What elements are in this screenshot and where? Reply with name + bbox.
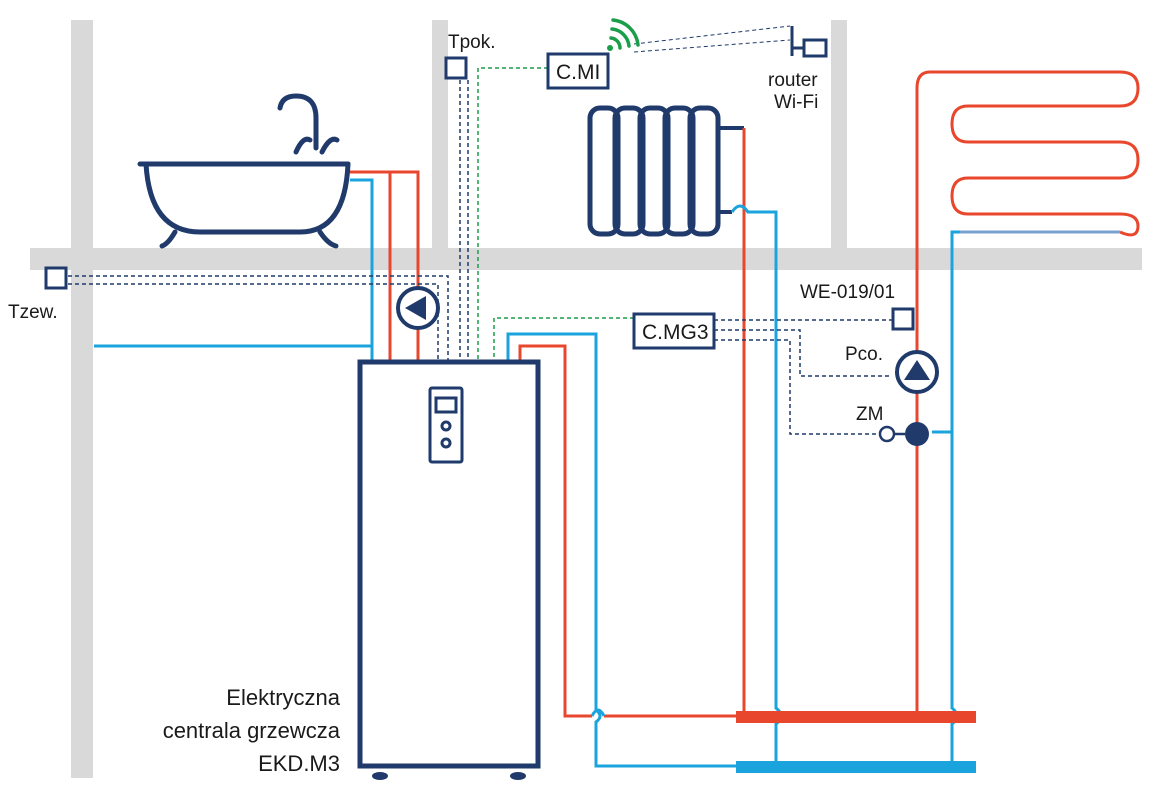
tpok-label: Tpok. (448, 32, 496, 53)
hot-manifold (736, 711, 976, 723)
cmg3-module-box (632, 312, 716, 350)
router-label-line2: Wi-Fi (774, 92, 818, 113)
pump-icon (895, 350, 939, 394)
pco-label: Pco. (845, 344, 883, 365)
zm-label: ZM (856, 404, 883, 425)
tzew-label: Tzew. (8, 302, 58, 323)
router-label-line1: router (768, 70, 818, 91)
hot-water-pipes (350, 70, 1140, 718)
bathtub-icon (137, 93, 351, 249)
cmi-label: C.MI (556, 61, 600, 84)
router-icon (790, 26, 828, 58)
wifi-signal-icon (607, 18, 640, 51)
signal-lines (68, 25, 892, 435)
unit-name-line3: EKD.M3 (258, 751, 340, 776)
sensor-icon (44, 266, 68, 290)
zone-valve-icon (878, 422, 929, 446)
cmi-module-box (546, 52, 610, 90)
building-walls (30, 20, 1142, 778)
cmg3-label: C.MG3 (642, 321, 709, 344)
we019-label: WE-019/01 (800, 282, 895, 303)
pump-icon (396, 286, 440, 330)
radiator-icon (587, 105, 744, 237)
sensor-icon (891, 307, 915, 331)
heating-unit (357, 359, 541, 780)
cold-manifold (736, 761, 976, 773)
sensor-icon (444, 56, 468, 80)
unit-name-line1: Elektryczna (226, 685, 340, 710)
unit-name-line2: centrala grzewcza (163, 718, 341, 743)
